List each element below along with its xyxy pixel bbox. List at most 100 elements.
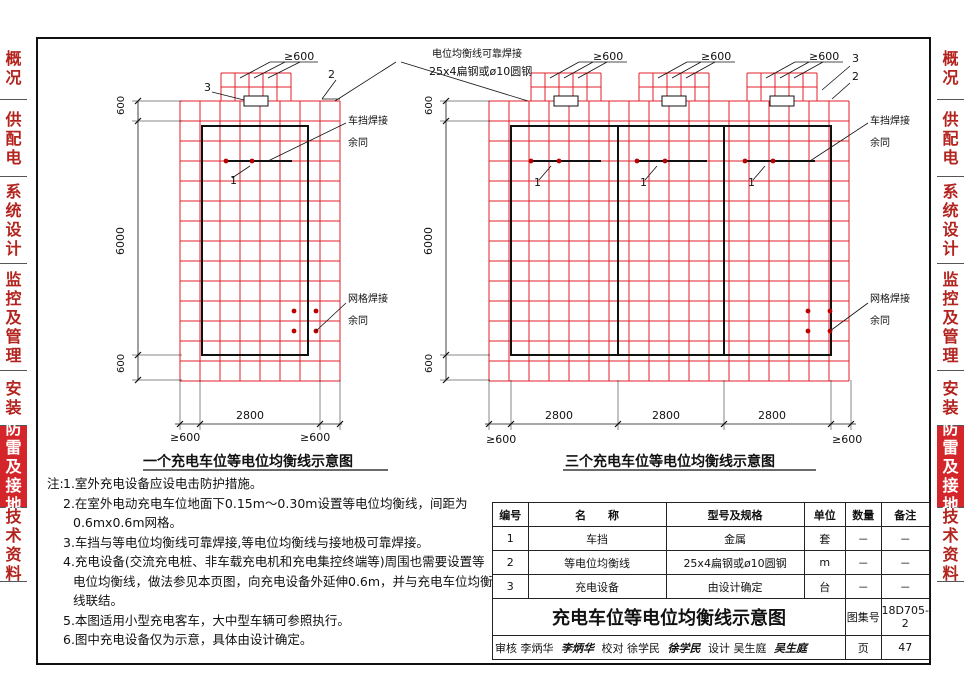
weld-dot [742,158,748,164]
leader-line [549,61,580,79]
sidebar-tab[interactable]: 技术资料 [937,507,964,583]
dim-text: ≥600 [593,50,623,63]
leader-line [793,61,824,79]
weld-note-sub: 余同 [870,314,890,327]
leader-line [809,122,869,162]
weld-note: 网格焊接 [870,292,910,305]
leader-line [239,61,271,79]
sidebar-tab[interactable]: 防雷及接地 [0,419,27,514]
weld-dot [291,308,297,314]
dim-tick [316,420,324,428]
dim-tick [827,420,835,428]
dim-text: ≥600 [832,433,862,446]
weld-dot [805,328,811,334]
leader-line [657,61,688,79]
sidebar-tab-char: 料 [5,563,22,583]
review-label: 审核 [495,641,517,655]
weld-dot [528,158,534,164]
sidebar-tab[interactable]: 概况 [937,37,964,100]
note-line: 5.本图适用小型充电客车，大中型车辆可参照执行。 [63,612,350,628]
table-header: 编号 名 称 型号及规格 单位 数量 备注 [492,502,931,527]
sidebar-tab[interactable]: 监控及管理 [937,264,964,371]
col-header: 名 称 [527,502,667,527]
cell: 等电位均衡线 [527,550,667,575]
sidebar-tab-char: 控 [942,288,959,308]
dim-text: ≥600 [170,431,200,444]
dim-tick [485,420,493,428]
sidebar-tab-char: 防 [5,419,22,438]
note-line: 6.图中充电设备仅为示意，具体由设计确定。 [63,632,313,647]
sidebar-tab[interactable]: 技术资料 [0,506,27,583]
sidebar-tab-char: 技 [5,506,22,526]
sidebar-tab-char: 资 [5,544,22,564]
leader-line [831,82,851,100]
note-line: 1.室外充电设备应设电击防护措施。 [63,476,263,491]
dim-text: ≥600 [809,50,839,63]
signature-row: 审核 李炳华 李炳华 校对 徐学民 徐学民 设计 吴生庭 吴生庭 页 47 [492,635,931,660]
sidebar-tab[interactable]: 监控及管理 [0,264,27,371]
sidebar-tab-char: 设 [942,220,959,239]
dim-tick [196,420,204,428]
sidebar-tab-char: 理 [5,345,22,365]
dim-tick [847,420,855,428]
callout-number: 1 [640,176,647,189]
dim-tick [507,420,515,428]
leader-line [267,122,347,162]
sidebar-tab-char: 管 [942,326,959,346]
sidebar-tab[interactable]: 系统设计 [937,177,964,264]
weld-dot [827,308,833,314]
dim-text: 2800 [545,409,573,422]
reviewer-name: 李炳华 [520,641,554,655]
sidebar-tab[interactable]: 供配电 [937,100,964,177]
dim-tick [134,97,142,105]
weld-dot [313,308,319,314]
sidebar-tab-char: 雷 [5,438,22,457]
callout-number: 3 [852,52,859,65]
sidebar-tab-char: 况 [942,68,959,87]
sidebar-tab[interactable]: 防雷及接地 [937,419,964,514]
sidebar-tab-char: 防 [942,419,959,438]
callout-number: 1 [748,176,755,189]
note-line: 2.在室外电动充电车位地面下0.15m～0.30m设置等电位均衡线，间距为 [63,495,468,511]
drawing-frame [36,37,931,665]
dim-tick [134,351,142,359]
sidebar-tab-char: 供 [5,109,22,129]
sidebar-tab-char: 接 [5,476,22,495]
diagram-title: 三个充电车位等电位均衡线示意图 [565,453,775,470]
charger-box [553,95,579,107]
sidebar-tab[interactable]: 系统设计 [0,177,27,264]
materials-table: 编号 名 称 型号及规格 单位 数量 备注 1 车挡 金属 套 － － 2 等电… [492,502,931,660]
sidebar-tab-char: 术 [5,525,22,545]
dim-text: 2800 [758,409,786,422]
col-header: 备注 [880,502,931,527]
dim-text: ≥600 [701,50,731,63]
weld-note: 网格焊接 [348,292,388,305]
dim-tick [442,351,450,359]
sidebar-tab-char: 资 [942,544,959,564]
sidebar-tab-char: 接 [942,476,959,495]
dim-text: 600 [424,96,435,115]
leader-line [315,302,347,332]
callout-number: 3 [204,81,211,94]
cell: 25x4扁钢或ø10圆钢 [665,550,805,575]
cell: 台 [803,574,846,599]
sidebar-tab-char: 料 [942,563,959,583]
sidebar-tab[interactable]: 供配电 [0,100,27,177]
dim-tick [720,420,728,428]
dim-text: 2800 [236,409,264,422]
dim-text: ≥600 [486,433,516,446]
sidebar-tab[interactable]: 安装 [937,371,964,426]
dim-text: 600 [116,96,127,115]
cell: 套 [803,526,846,551]
sidebar-tab[interactable]: 安装 [0,371,27,426]
sidebar-tab-char: 雷 [942,438,959,457]
designer-signature: 吴生庭 [774,641,807,655]
sidebar-tab-char: 监 [5,269,22,289]
weld-dot [634,158,640,164]
leader-line [644,165,658,181]
dim-tick [614,420,622,428]
note-line: 线联结。 [73,593,124,608]
dim-text: ≥600 [284,50,314,63]
sidebar-tab[interactable]: 概况 [0,37,27,100]
